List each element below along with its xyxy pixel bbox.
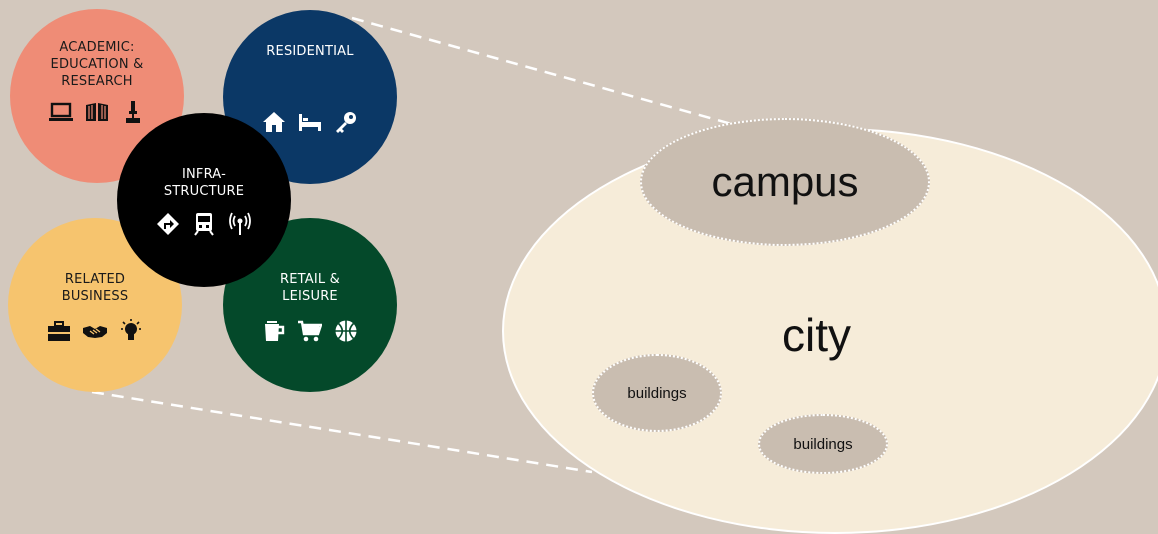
coffee-cup-icon bbox=[262, 319, 286, 343]
antenna-icon bbox=[228, 212, 252, 236]
house-icon bbox=[262, 110, 286, 134]
shopping-cart-icon bbox=[298, 319, 322, 343]
city-label: city bbox=[782, 309, 851, 361]
circle-residential-title: RESIDENTIAL bbox=[266, 44, 354, 59]
buildings-label-1: buildings bbox=[627, 384, 687, 402]
circle-related-business-title: RELATED BUSINESS bbox=[61, 272, 129, 304]
handshake-icon bbox=[83, 319, 107, 343]
key-icon bbox=[334, 110, 358, 134]
buildings-ellipse-2: buildings bbox=[758, 414, 888, 474]
circle-retail-leisure-title: RETAIL & LEISURE bbox=[279, 272, 341, 304]
buildings-ellipse-1: buildings bbox=[592, 354, 722, 432]
train-icon bbox=[192, 212, 216, 236]
bed-icon bbox=[298, 110, 322, 134]
connector-line-bottom bbox=[91, 390, 593, 474]
road-sign-icon bbox=[156, 212, 180, 236]
books-icon bbox=[85, 100, 109, 124]
circle-infrastructure-title: INFRA- STRUCTURE bbox=[163, 167, 245, 199]
circle-infrastructure: INFRA- STRUCTURE bbox=[117, 113, 291, 287]
connector-line-top bbox=[351, 16, 747, 130]
lightbulb-icon bbox=[119, 319, 143, 343]
briefcase-icon bbox=[47, 319, 71, 343]
microscope-icon bbox=[121, 100, 145, 124]
campus-label: campus bbox=[711, 158, 859, 205]
laptop-icon bbox=[49, 100, 73, 124]
buildings-label-2: buildings bbox=[793, 435, 853, 453]
circle-academic-title: ACADEMIC: EDUCATION & RESEARCH bbox=[50, 40, 144, 89]
campus-ellipse: campus bbox=[640, 118, 930, 246]
basketball-icon bbox=[334, 319, 358, 343]
